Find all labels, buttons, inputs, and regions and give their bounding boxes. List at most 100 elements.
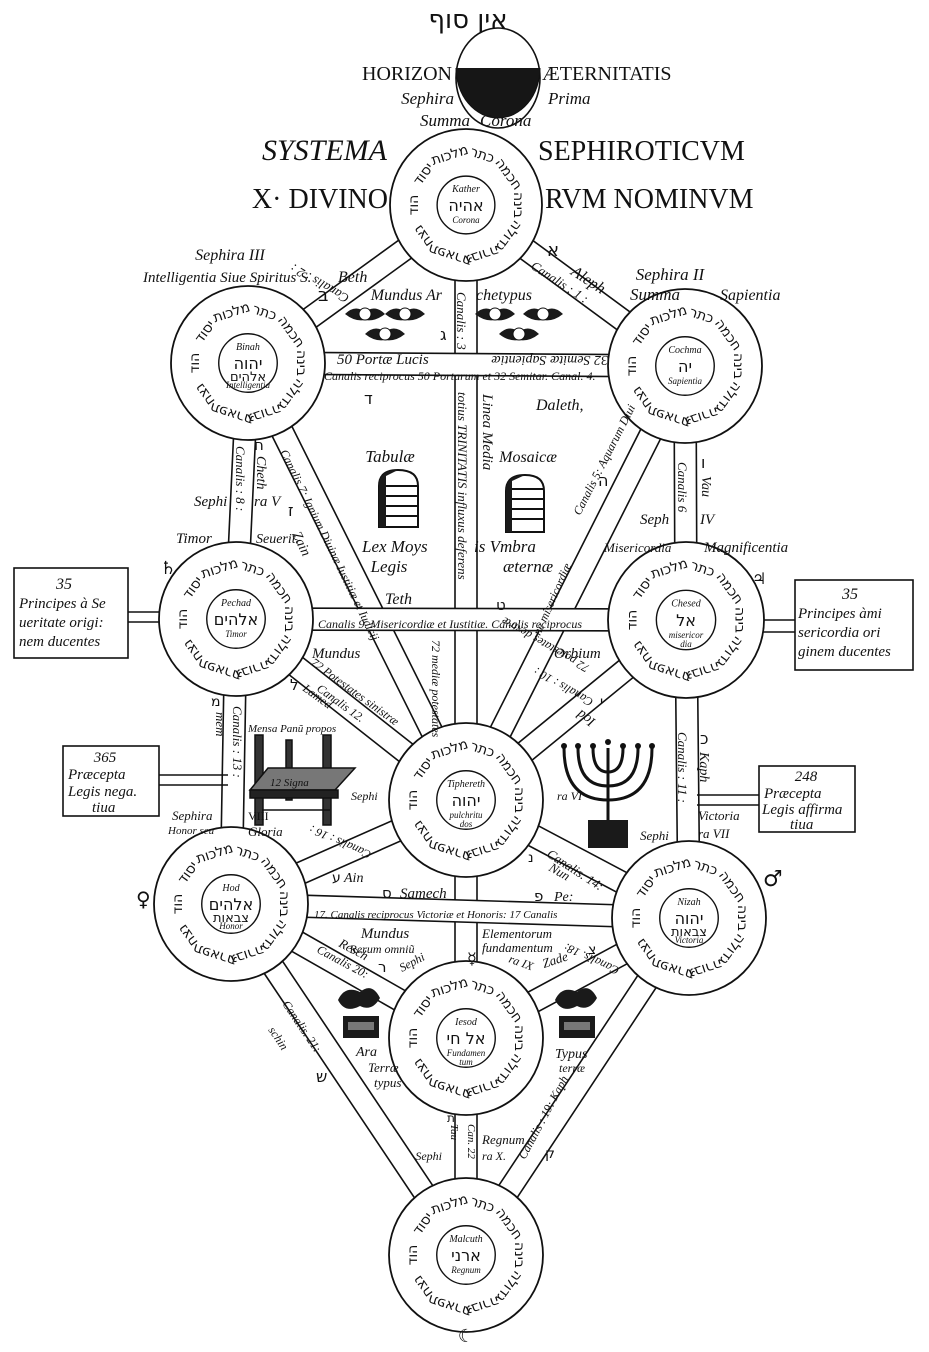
sephira-meaning: Honor <box>218 921 243 931</box>
media-potestates-label: 72 mediæ potestates <box>429 640 443 738</box>
sephira-prima-word-4: Corona <box>480 111 531 130</box>
ring-name: כתר <box>250 301 278 324</box>
divine-name: ארני <box>451 1246 481 1265</box>
ring-name: הוד <box>624 356 640 377</box>
semitae-label: 32 Semitæ Sapientiæ <box>491 352 609 367</box>
box-right-35: 35 Principes àmi sericordia ori ginem du… <box>762 579 914 671</box>
box-line: nem ducentes <box>19 634 100 650</box>
sephira-meaning: Victoria <box>675 935 704 945</box>
sephira-5-a: Sephi <box>194 494 227 510</box>
sephiroth: כתרחכמהבינהגדולהגבורהתפארתנצחהודיסודמלכו… <box>153 128 767 1333</box>
ara-2: Terræ <box>368 1060 399 1075</box>
sephira-name: Nizah <box>676 897 700 908</box>
ring-name: בינה <box>732 607 748 633</box>
mundus-orbium-2: Orbium <box>554 646 601 662</box>
magnificentia-label: Magnificentia <box>703 540 788 556</box>
sephira-inner-circle <box>436 1008 496 1068</box>
ring-name: כתר <box>688 558 716 581</box>
venus-icon: ♀ <box>136 887 151 911</box>
sephira-meaning-extra: dia <box>680 639 692 649</box>
box-line: Præcepta <box>763 786 822 802</box>
sephira-7-b: ra VII <box>698 826 730 841</box>
elementorum-1: Elementorum <box>481 926 552 941</box>
altar-right-icon <box>555 988 597 1038</box>
divine-name: אהיה <box>448 196 483 215</box>
menorah-icon <box>561 739 655 848</box>
ring-name: הוד <box>628 908 644 929</box>
sephira-5-b: ra V <box>254 494 282 510</box>
divine-name: יהוה <box>452 791 481 810</box>
title-divino: X· DIVINO <box>252 184 388 215</box>
canalis-13-label: Canalis : 13 : <box>230 706 245 778</box>
sephira-meaning: Sapientia <box>668 376 702 386</box>
signa-label: 12 Signa <box>270 777 309 789</box>
beth-label: Beth <box>338 269 367 286</box>
lex-moys-label: Lex Moys <box>361 537 428 556</box>
sephira-10-b: ra X. <box>482 1149 506 1163</box>
aleph-glyph: א <box>547 240 559 261</box>
ain-glyph: ע <box>332 870 341 886</box>
mundus-rerum-1: Mundus <box>360 926 409 942</box>
tau-label: Tau <box>448 1124 460 1141</box>
portae-lucis-label: 50 Portæ Lucis <box>337 352 429 368</box>
ring-name: כתר <box>468 976 496 999</box>
cheth-label: Cheth <box>253 456 268 489</box>
pe-label: Pe: <box>553 890 573 905</box>
sephira-name: Iesod <box>454 1017 478 1028</box>
divine-name-extra: צבאות <box>671 925 707 940</box>
sephira-8-b: VIII <box>248 809 269 823</box>
divine-name: יהוה <box>234 354 263 373</box>
header: אין סוף HORIZON ÆTERNITATIS Sephira Prim… <box>252 5 754 215</box>
vau-glyph: ו <box>701 453 705 472</box>
sephira-name: Cochma <box>668 345 701 356</box>
divine-name-extra: אלהים <box>230 370 266 385</box>
divine-name: יהוה <box>675 909 704 928</box>
daleth-glyph: ד <box>364 389 373 408</box>
box-line: tiua <box>92 800 115 816</box>
sephira-name: Pechad <box>220 598 252 609</box>
koph-glyph: ק <box>545 1146 555 1162</box>
sephira-3-subtitle: Intelligentia Siue Spiritus S. <box>142 270 311 286</box>
sephira-6-b: ra VI <box>557 789 583 803</box>
sephira-cochma: כתרחכמהבינהגדולהגבורהתפארתנצחהודיסודמלכו… <box>607 288 763 444</box>
sephira-malcuth: כתרחכמהבינהגדולהגבורהתפארתנצחהודיסודמלכו… <box>388 1177 544 1333</box>
sephira-meaning: Corona <box>452 215 480 225</box>
tablet-right-icon <box>505 473 545 533</box>
sephira-2-sub-2: Sapientia <box>720 287 780 304</box>
canalis-11-label: Canalis : 11 : <box>675 732 690 803</box>
sephira-name: Tiphereth <box>447 779 485 790</box>
saturn-icon: ♄ <box>160 558 176 579</box>
mundus-archetypus-1: Mundus Ar <box>370 287 443 304</box>
teth-label: Teth <box>385 591 412 608</box>
ring-name: בינה <box>511 1242 527 1268</box>
mundus-orbium-1: Mundus <box>311 646 360 662</box>
cheth-glyph: ח <box>254 436 264 454</box>
aeternitatis-label: ÆTERNITATIS <box>542 63 672 85</box>
beth-glyph: ב <box>318 285 328 306</box>
sephira-nizah: כתרחכמהבינהגדולהגבורהתפארתנצחהודיסודמלכו… <box>611 840 767 996</box>
cherubim-right-icon <box>475 307 563 341</box>
ring-name: בינה <box>730 353 746 379</box>
sephira-2-sub-1: Summa <box>630 285 680 304</box>
legis-label: Legis <box>370 557 408 576</box>
altar-left-icon <box>338 988 380 1038</box>
ring-name: כתר <box>468 144 496 167</box>
daleth-label: Daleth, <box>535 397 584 414</box>
sephira-pechad: כתרחכמהבינהגדולהגבורהתפארתנצחהודיסודמלכו… <box>158 541 314 697</box>
ring-name: בינה <box>511 787 527 813</box>
sephira-name: Malcuth <box>448 1234 482 1245</box>
box-number: 248 <box>795 769 818 785</box>
ring-name: הוד <box>187 353 203 374</box>
moon-icon: ☾ <box>458 1326 474 1347</box>
box-line: Principes àmi <box>797 606 882 622</box>
ain-label: Ain <box>343 871 363 886</box>
aeternae-label: æternæ <box>503 557 553 576</box>
victoria-label: Victoria <box>698 808 740 823</box>
box-line: Præcepta <box>67 767 126 783</box>
ring-name: בינה <box>511 1025 527 1051</box>
sephira-4-b: IV <box>699 512 716 528</box>
box-line: sericordia ori <box>798 625 880 641</box>
sephira-7-a: Sephi <box>640 828 669 843</box>
horizon-orb-icon <box>455 27 541 129</box>
